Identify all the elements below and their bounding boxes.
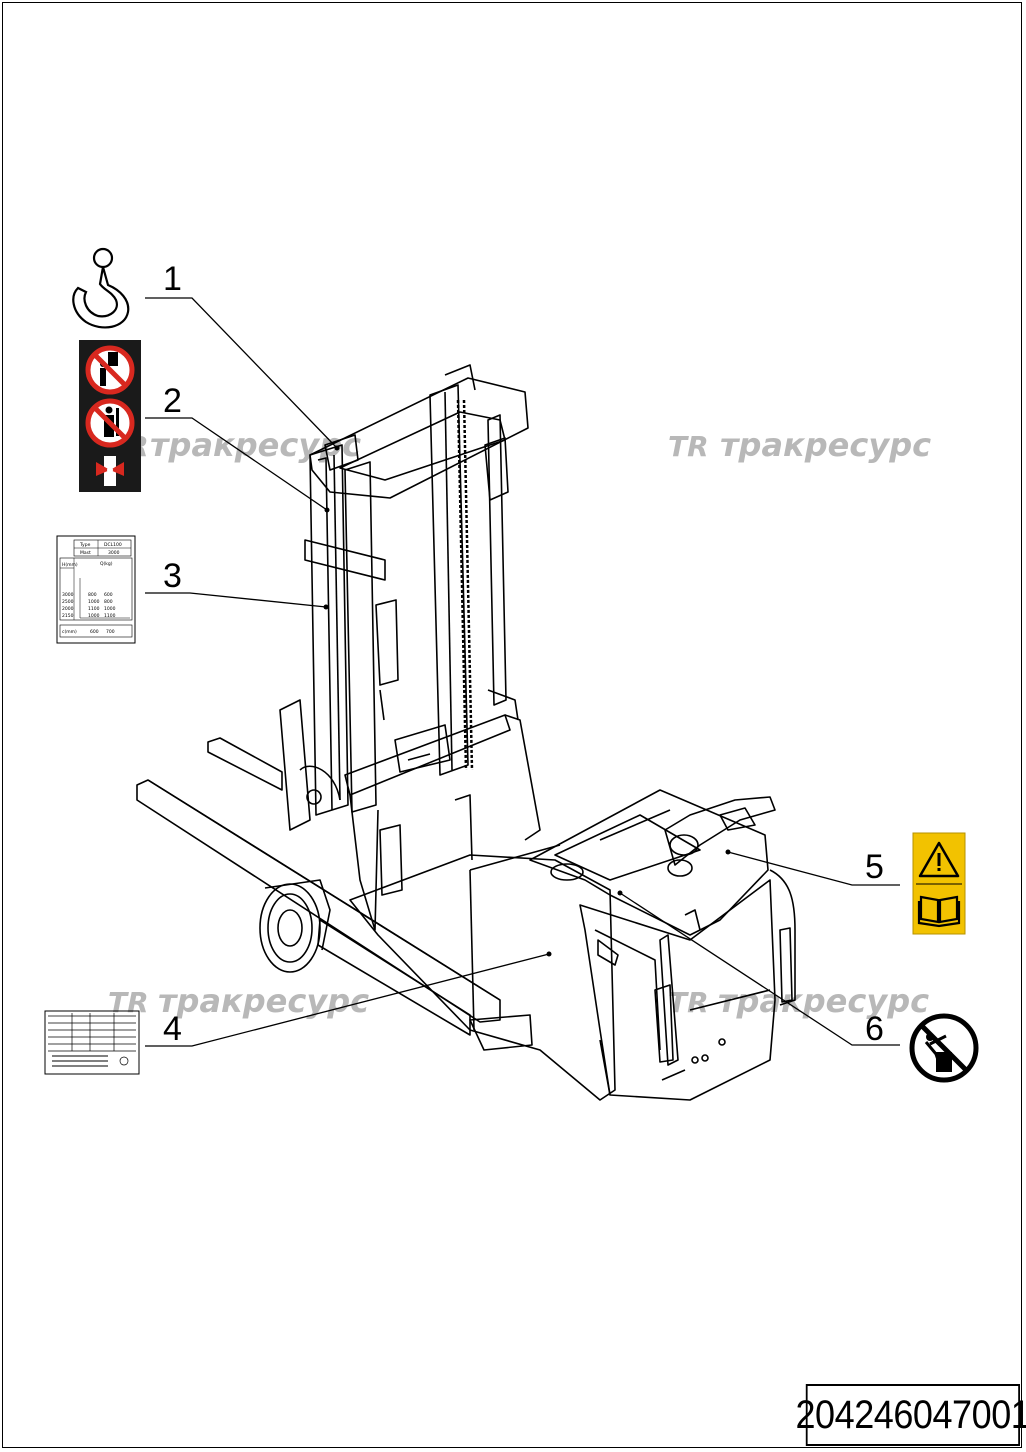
watermark-4: TR тракресурс: [668, 982, 929, 1020]
read-manual-sticker: [912, 832, 966, 935]
svg-text:1100: 1100: [88, 606, 100, 612]
part-number: 204246047001: [795, 1392, 1026, 1437]
svg-text:c(mm): c(mm): [62, 629, 77, 635]
svg-text:600: 600: [104, 592, 113, 598]
svg-text:800: 800: [88, 592, 97, 598]
callout-6: 6: [865, 1010, 884, 1048]
prohibition-sticker: [79, 340, 141, 492]
svg-text:1000: 1000: [104, 606, 116, 612]
svg-text:TR: TR: [108, 986, 149, 1019]
svg-text:Mast: Mast: [80, 550, 91, 556]
svg-text:1000: 1000: [88, 613, 100, 619]
load-chart-rows: 3000 800 600 2500 1000 800 2000 1100 100…: [62, 592, 116, 619]
watermark-3: TR тракресурс: [108, 982, 369, 1020]
svg-text:2000: 2000: [62, 606, 74, 612]
svg-text:TR: TR: [668, 430, 709, 463]
callout-1: 1: [163, 260, 182, 298]
callout-5: 5: [865, 848, 884, 886]
svg-text:3000: 3000: [62, 592, 74, 598]
forklift-drawing: [136, 364, 796, 1101]
leader-5: [727, 851, 900, 886]
svg-text:тракресурс: тракресурс: [720, 426, 931, 464]
no-climbing-icon: [909, 1013, 979, 1083]
svg-text:2500: 2500: [62, 599, 74, 605]
svg-text:1100: 1100: [104, 613, 116, 619]
leader-3: [145, 592, 327, 608]
callout-3: 3: [163, 557, 182, 595]
svg-text:тракресурс: тракресурс: [718, 982, 929, 1020]
manual-book-icon: [917, 895, 961, 928]
no-standing-under-load-icon: [85, 345, 135, 395]
callout-4: 4: [163, 1010, 182, 1048]
leader-1: [145, 297, 338, 449]
svg-text:600: 600: [90, 629, 99, 635]
svg-text:2150: 2150: [62, 613, 74, 619]
hook-icon: [72, 247, 130, 329]
nameplate-label: [44, 1010, 140, 1075]
leader-dots: [323, 445, 731, 957]
svg-text:800: 800: [104, 599, 113, 605]
part-number-box: 204246047001: [795, 1384, 1026, 1446]
leader-2: [145, 417, 328, 511]
svg-text:3000: 3000: [108, 550, 120, 556]
svg-text:700: 700: [106, 629, 115, 635]
load-chart-label: Type DCL100 Mast 3000 H(mm) Q(kg) 3000 8…: [56, 535, 136, 644]
warning-triangle-icon: [918, 841, 960, 878]
svg-text:тракресурс: тракресурс: [158, 982, 369, 1020]
leader-6: [619, 892, 900, 1046]
svg-text:DCL100: DCL100: [104, 542, 122, 548]
leader-4: [145, 953, 550, 1047]
svg-text:H(mm): H(mm): [62, 562, 78, 568]
no-passenger-icon: [85, 398, 135, 448]
callout-2: 2: [163, 382, 182, 420]
pinch-warning-icon: [96, 456, 124, 486]
svg-text:1000: 1000: [88, 599, 100, 605]
svg-text:Q(kg): Q(kg): [100, 561, 113, 567]
leader-lines: [145, 297, 900, 1047]
watermark-2: TR тракресурс: [668, 426, 931, 464]
svg-text:Type: Type: [79, 542, 91, 548]
